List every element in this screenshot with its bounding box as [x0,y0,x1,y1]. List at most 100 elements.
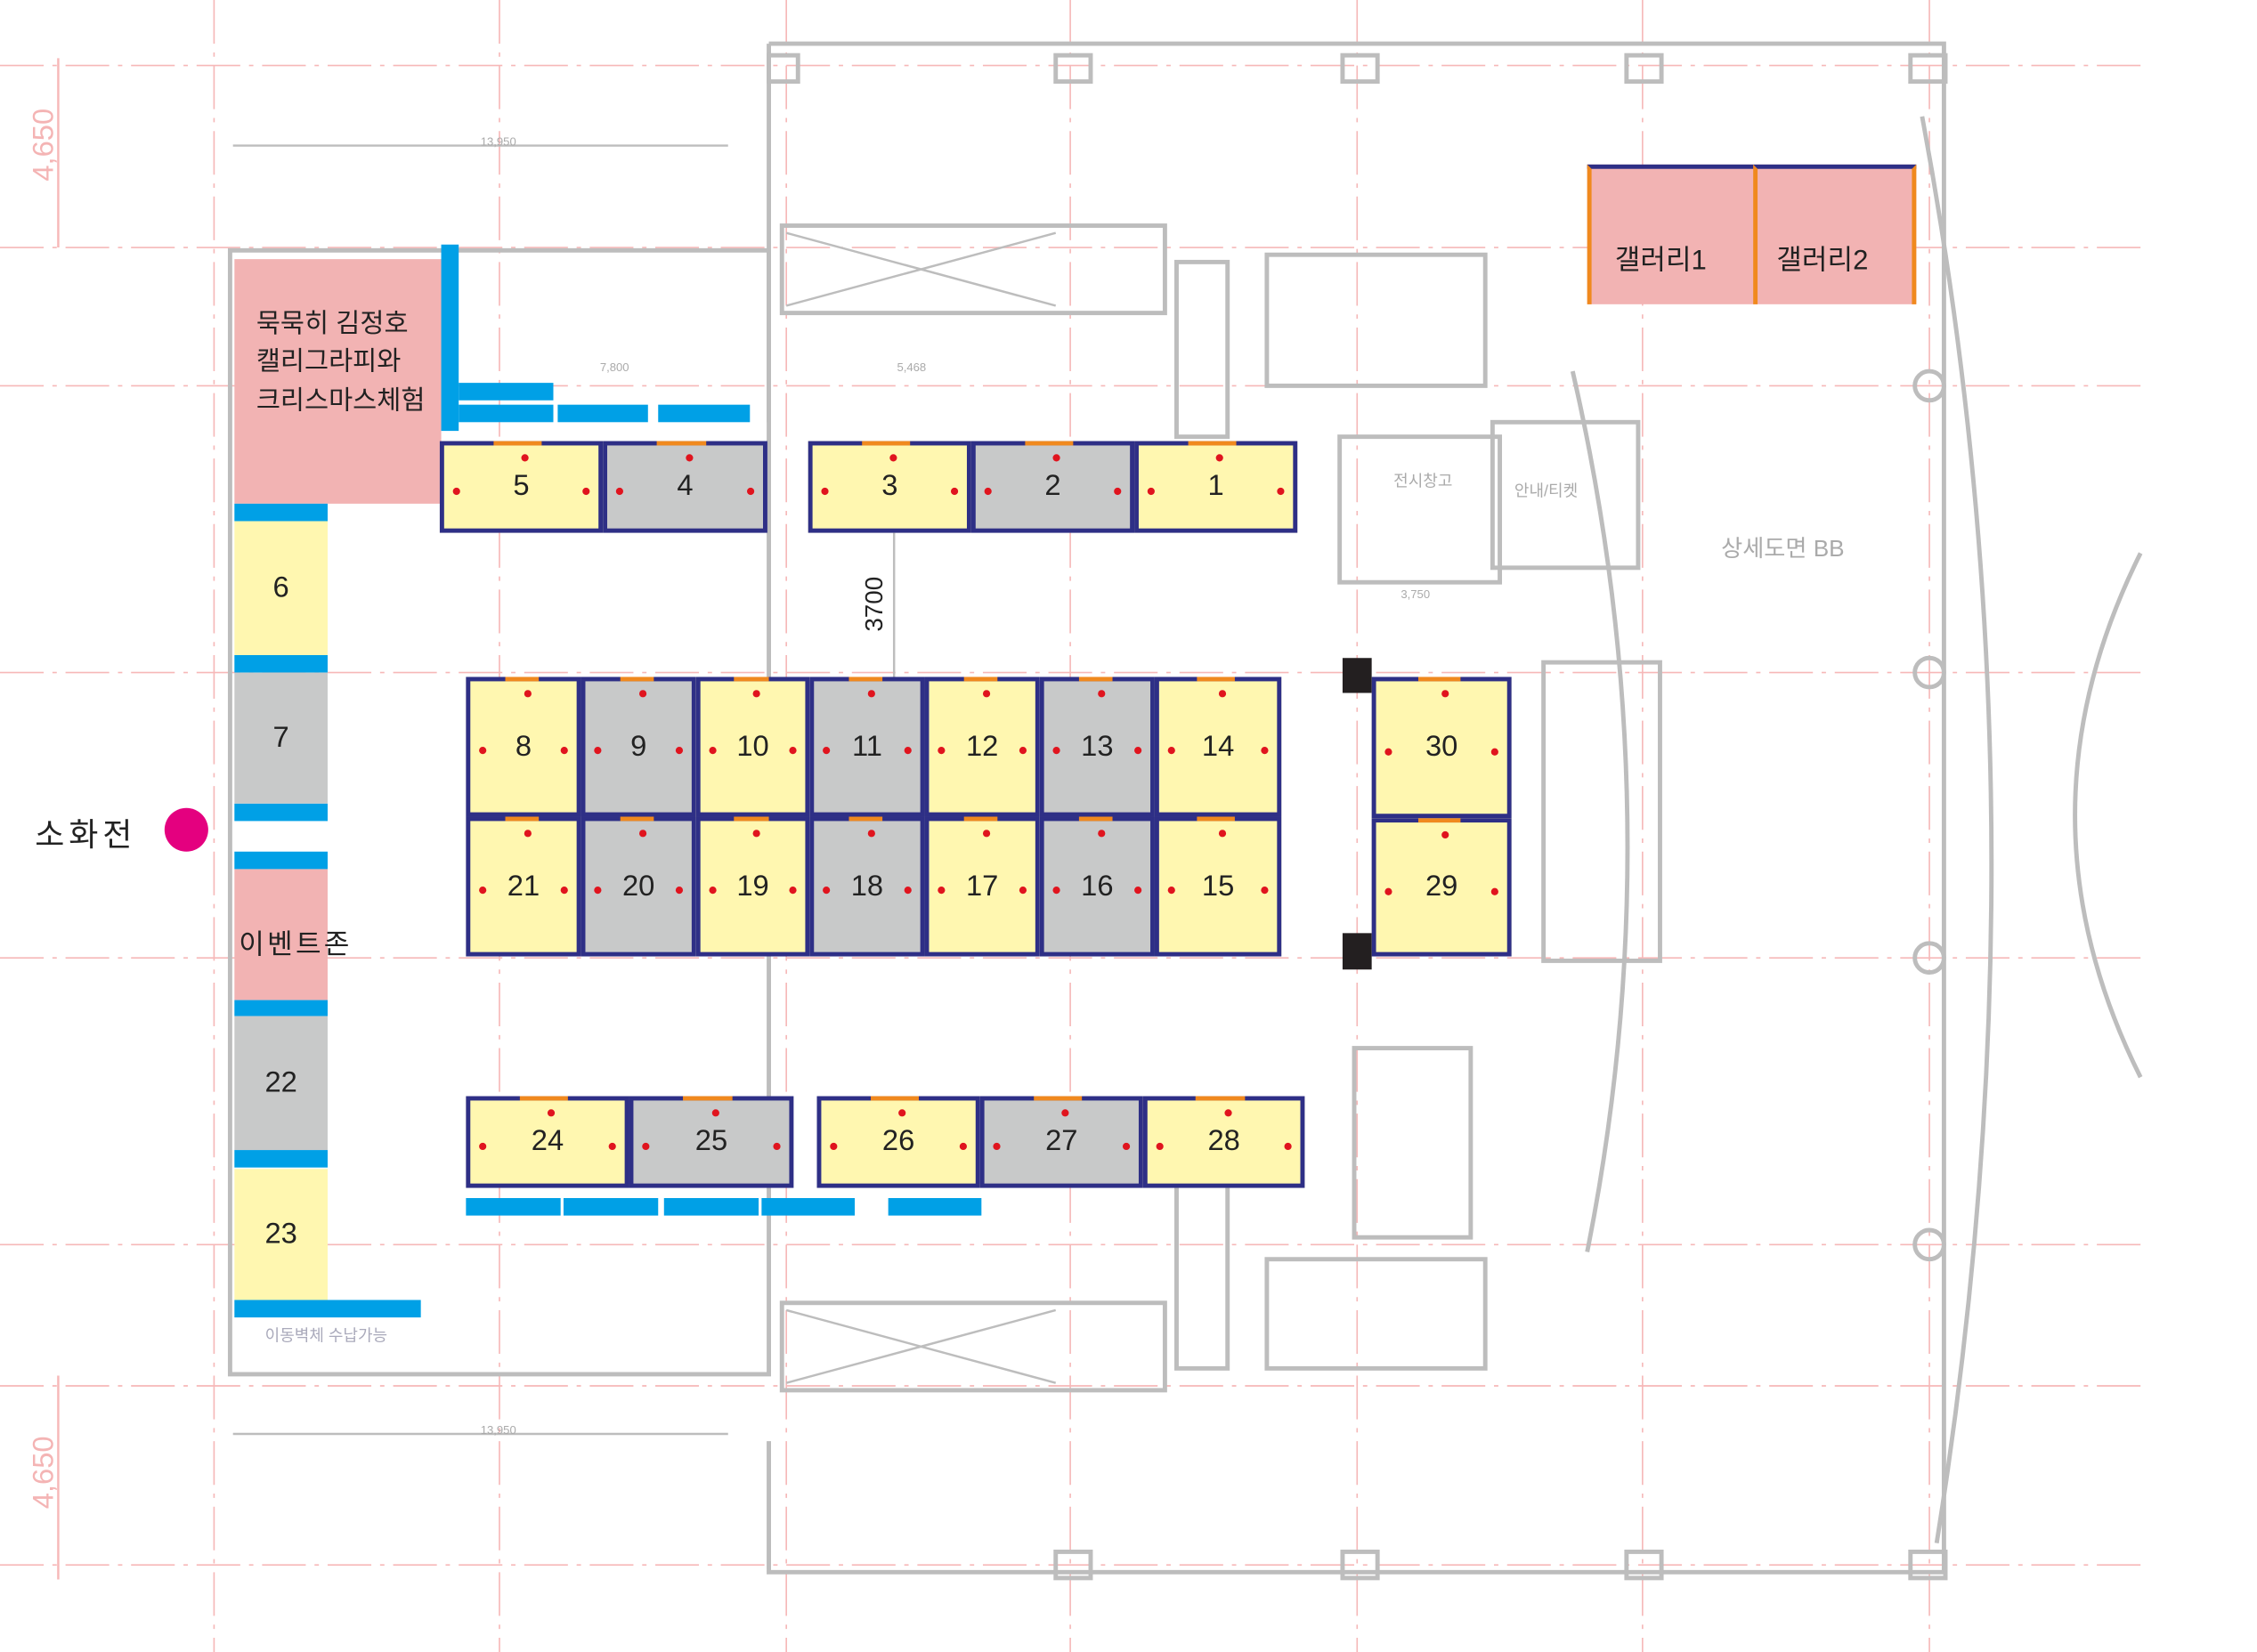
booth-15[interactable]: 15 [1154,816,1282,957]
booth-1[interactable]: 1 [1134,441,1298,533]
booth-25[interactable]: 25 [629,1096,794,1188]
booth-18[interactable]: 18 [809,816,925,957]
booth-16[interactable]: 16 [1039,816,1155,957]
frame-segment [1196,1096,1245,1101]
power-outlet-icon [821,487,829,495]
booth-20[interactable]: 20 [580,816,696,957]
booth-number: 8 [515,730,532,763]
frame-segment [1078,816,1114,822]
booth-21[interactable]: 21 [466,816,581,957]
power-outlet-icon [889,454,897,462]
display-panel [234,654,328,673]
power-outlet-icon [1384,887,1392,895]
power-outlet-icon [1490,747,1498,756]
display-panel [459,404,554,423]
power-outlet-icon [1218,830,1226,838]
booth-number: 15 [1201,870,1235,903]
power-outlet-icon [950,487,959,495]
booth-2[interactable]: 2 [970,441,1135,533]
display-panel [441,244,459,432]
frame-segment [963,676,998,682]
power-outlet-icon [452,487,460,495]
power-outlet-icon [904,887,912,895]
dimension-d1: 7,800 [599,360,629,375]
dimension-d2: 5,468 [897,360,927,375]
booth-6[interactable]: 6 [234,521,328,655]
booth-4[interactable]: 4 [603,441,767,533]
display-panel [658,404,751,423]
booth-number: 6 [272,571,289,603]
power-outlet-icon [594,887,602,895]
booth-19[interactable]: 19 [695,816,810,957]
power-outlet-icon [1052,747,1060,755]
power-outlet-icon [752,690,760,698]
booth-12[interactable]: 12 [924,676,1040,817]
dimension-bottom-left: 4,650 [28,1436,61,1510]
booth-number: 25 [694,1125,728,1158]
dimension-d3: 3,750 [1400,587,1431,602]
booth-number: 26 [881,1125,915,1158]
booth-3[interactable]: 3 [808,441,971,533]
display-panel [234,1300,421,1318]
booth-number: 18 [850,870,884,903]
booth-number: 24 [531,1125,564,1158]
power-outlet-icon [904,747,912,755]
frame-segment [656,441,706,446]
booth-9[interactable]: 9 [580,676,696,817]
display-panel [459,383,554,401]
booth-14[interactable]: 14 [1154,676,1282,817]
power-outlet-icon [1122,1142,1131,1150]
power-outlet-icon [993,1142,1001,1150]
gallery-1[interactable]: 갤러리1 [1587,164,1754,304]
booth-23[interactable]: 23 [234,1169,328,1300]
frame-segment [1187,441,1237,446]
booth-30[interactable]: 30 [1371,676,1512,819]
booth-8[interactable]: 8 [466,676,581,817]
booth-number: 27 [1045,1125,1078,1158]
power-outlet-icon [938,747,946,755]
power-outlet-icon [479,1142,487,1150]
booth-10[interactable]: 10 [695,676,810,817]
power-outlet-icon [547,1109,556,1117]
booth-number: 10 [736,730,769,763]
power-outlet-icon [1019,747,1027,755]
booth-26[interactable]: 26 [816,1096,980,1188]
frame-segment [1078,676,1114,682]
gallery-1-label: 갤러리1 [1614,246,1707,277]
gallery-2[interactable]: 갤러리2 [1753,164,1917,304]
corner-post [1342,933,1372,970]
booth-7[interactable]: 7 [234,672,328,804]
booth-24[interactable]: 24 [466,1096,629,1188]
power-outlet-icon [709,747,717,755]
booth-22[interactable]: 22 [234,1016,328,1151]
booth-number: 22 [264,1066,297,1098]
power-outlet-icon [984,487,992,495]
event-zone[interactable]: 이벤트존 [234,869,349,1000]
booth-17[interactable]: 17 [924,816,1040,957]
booth-28[interactable]: 28 [1142,1096,1305,1188]
frame-segment [620,676,654,682]
power-outlet-icon [1097,830,1105,838]
power-outlet-icon [1052,887,1060,895]
power-outlet-icon [1441,690,1449,698]
power-outlet-icon [823,747,831,755]
booth-number: 16 [1081,870,1114,903]
booth-number: 12 [965,730,999,763]
booth-5[interactable]: 5 [439,441,604,533]
frame-segment [870,1096,920,1101]
booth-number: 28 [1207,1125,1240,1158]
frame-segment [1417,676,1460,682]
power-outlet-icon [1261,887,1269,895]
power-outlet-icon [1384,747,1392,756]
power-outlet-icon [830,1142,838,1150]
power-outlet-icon [523,690,532,698]
power-outlet-icon [773,1142,781,1150]
aisle-dimension: 3700 [860,576,889,632]
booth-27[interactable]: 27 [979,1096,1143,1188]
calligraphy-zone[interactable]: 묵묵히 김정호 캘리그라피와 크리스마스체험 [234,259,442,504]
booth-11[interactable]: 11 [809,676,925,817]
booth-13[interactable]: 13 [1039,676,1155,817]
power-outlet-icon [1134,887,1142,895]
booth-29[interactable]: 29 [1371,818,1512,957]
booth-number: 29 [1425,871,1458,903]
